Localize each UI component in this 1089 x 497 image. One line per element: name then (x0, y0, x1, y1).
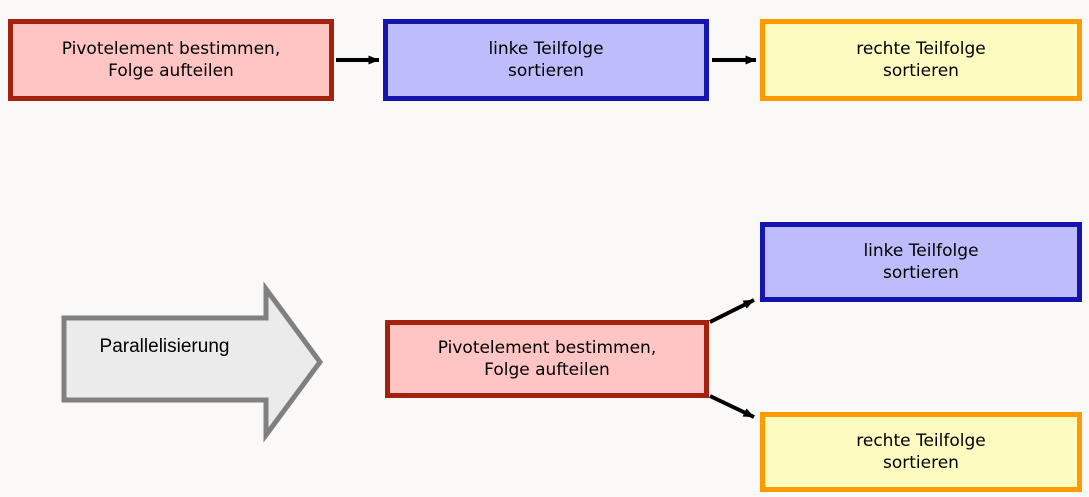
node-right-subsequence-parallel[interactable]: rechte Teilfolge sortieren (760, 412, 1082, 492)
node-left-subsequence-sequential[interactable]: linke Teilfolge sortieren (383, 19, 709, 101)
node-line-1: linke Teilfolge (488, 38, 604, 59)
node-line-1: Pivotelement bestimmen, (61, 38, 281, 59)
node-left-subsequence-parallel[interactable]: linke Teilfolge sortieren (760, 222, 1082, 302)
node-line-1: Pivotelement bestimmen, (437, 337, 657, 358)
node-pivot-parallel[interactable]: Pivotelement bestimmen, Folge aufteilen (385, 320, 709, 398)
node-line-2: sortieren (883, 263, 959, 283)
connector-pivot-to-left-bottom (709, 298, 755, 324)
node-line-2: Folge aufteilen (484, 360, 610, 380)
node-right-subsequence-sequential[interactable]: rechte Teilfolge sortieren (760, 19, 1082, 101)
node-line-1: linke Teilfolge (863, 240, 979, 261)
node-line-1: rechte Teilfolge (856, 38, 986, 59)
connector-pivot-to-right-bottom (709, 394, 755, 419)
parallelisierung-block-arrow-icon (61, 281, 324, 443)
node-line-2: sortieren (508, 61, 584, 81)
node-line-2: sortieren (883, 453, 959, 473)
node-line-2: Folge aufteilen (108, 61, 234, 81)
parallelisierung-label: Parallelisierung (99, 336, 230, 357)
node-pivot-sequential[interactable]: Pivotelement bestimmen, Folge aufteilen (8, 19, 334, 101)
node-line-2: sortieren (883, 61, 959, 81)
node-line-1: rechte Teilfolge (856, 430, 986, 451)
